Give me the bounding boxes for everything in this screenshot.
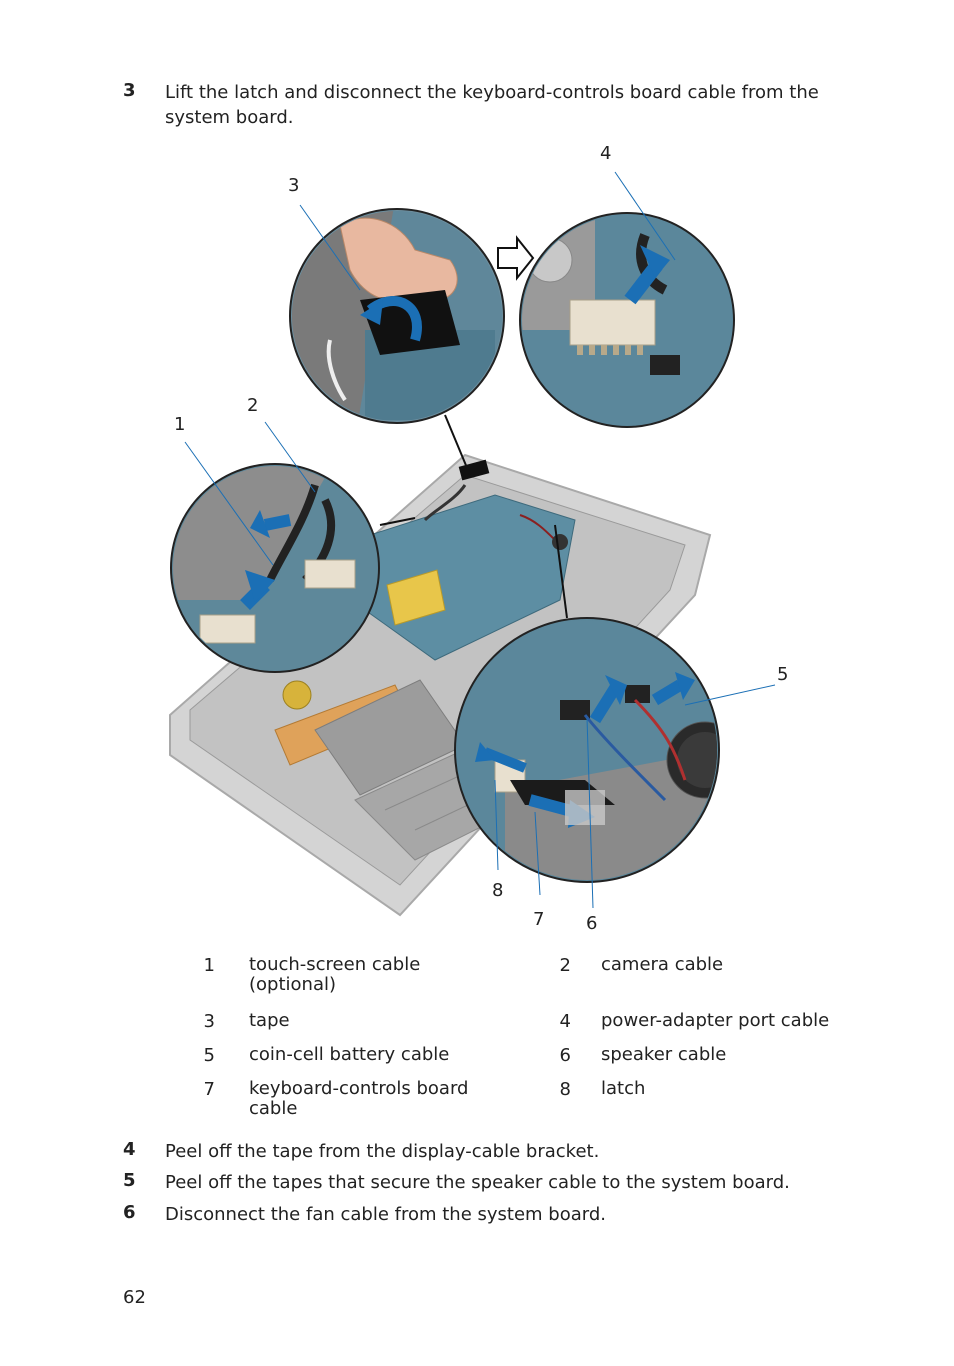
legend-label: speaker cable: [601, 1044, 727, 1065]
legend-label: tape: [249, 1010, 290, 1031]
page-number: 62: [123, 1287, 146, 1308]
legend-number: 5: [203, 1045, 215, 1066]
step-number: 5: [123, 1170, 136, 1191]
callout-3: 3: [288, 175, 300, 196]
legend-number: 7: [203, 1079, 215, 1100]
callout-5: 5: [777, 664, 789, 685]
callout-leaders: [184, 171, 776, 909]
callout-6: 6: [586, 913, 598, 934]
legend-label: latch: [601, 1078, 646, 1099]
step-text: Lift the latch and disconnect the keyboa…: [165, 82, 819, 128]
legend-label: keyboard-controls board cable: [249, 1078, 469, 1119]
callout-4: 4: [600, 143, 612, 164]
callout-1: 1: [174, 414, 186, 435]
step-text: Peel off the tapes that secure the speak…: [165, 1172, 790, 1193]
legend-label: camera cable: [601, 954, 724, 975]
inset-power-adapter-cable: [519, 212, 735, 428]
step-text: Disconnect the fan cable from the system…: [165, 1204, 606, 1225]
disassembly-illustration: 1 2 3 4 5 6 7 8: [165, 140, 805, 934]
callout-7: 7: [533, 909, 545, 930]
step-number: 3: [123, 80, 136, 101]
callout-8: 8: [492, 880, 504, 901]
step-number: 4: [123, 1139, 136, 1160]
legend-number: 4: [559, 1011, 571, 1032]
legend-number: 3: [203, 1011, 215, 1032]
step-number: 6: [123, 1202, 136, 1223]
inset-tape: [289, 208, 505, 424]
direction-arrow: [497, 235, 535, 281]
illustration-svg: [169, 171, 776, 917]
legend-number: 6: [559, 1045, 571, 1066]
legend-number: 1: [203, 955, 215, 976]
legend-label: coin-cell battery cable: [249, 1044, 450, 1065]
laptop-chassis: [169, 453, 712, 917]
step-text: Peel off the tape from the display-cable…: [165, 1141, 600, 1162]
inset-board-cables: [454, 617, 720, 883]
legend-label: power-adapter port cable: [601, 1010, 830, 1031]
inset-touch-camera-cables: [170, 463, 380, 673]
legend-number: 2: [559, 955, 571, 976]
leader-lines: [379, 414, 568, 619]
legend-label: touch-screen cable (optional): [249, 954, 421, 995]
callout-2: 2: [247, 395, 259, 416]
legend-number: 8: [559, 1079, 571, 1100]
